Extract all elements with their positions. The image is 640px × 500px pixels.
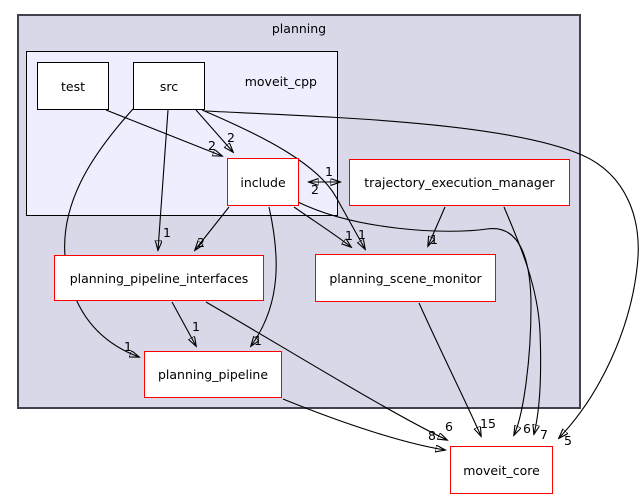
edge-planning_pipeline_interfaces-planning_pipeline [171,301,196,346]
edge-src-planning_pipeline_interfaces [158,109,169,250]
edge-include-moveit_core [297,201,532,435]
edge-include-planning_pipeline_interfaces [195,206,230,250]
node-planning-pipeline-interfaces-label: planning_pipeline_interfaces [69,270,249,286]
node-planning-pipeline[interactable]: planning_pipeline [144,351,282,398]
node-moveit-core-label: moveit_core [463,462,540,478]
node-src-label: src [159,78,179,94]
node-planning-scene-monitor-label: planning_scene_monitor [329,270,482,286]
node-test[interactable]: test [37,62,109,110]
cluster-planning-label[interactable]: planning [271,21,327,36]
node-trajectory-execution-manager[interactable]: trajectory_execution_manager [349,159,570,206]
edge-include-planning_pipeline [251,206,277,346]
edge-src-include [195,109,233,152]
edge-include-planning_scene_monitor [293,206,351,247]
edge-planning_pipeline_interfaces-moveit_core [205,301,447,440]
edge-src-planning_pipeline [64,108,139,357]
node-planning-pipeline-interfaces[interactable]: planning_pipeline_interfaces [54,255,264,301]
node-include[interactable]: include [227,158,299,206]
cluster-moveit-cpp-label[interactable]: moveit_cpp [244,74,317,89]
node-include-label: include [240,174,286,190]
edge-src-moveit_core [204,110,639,438]
edge-planning_scene_monitor-moveit_core [418,302,481,436]
edge-planning_pipeline-moveit_core [282,398,445,450]
edge-trajectory_execution_manager-moveit_core [503,206,542,434]
node-test-label: test [60,78,85,94]
node-trajectory-execution-manager-label: trajectory_execution_manager [364,175,555,190]
node-src[interactable]: src [133,62,205,110]
node-moveit-core[interactable]: moveit_core [450,446,553,494]
edge-trajectory_execution_manager-planning_scene_monitor [428,206,446,246]
edge-test-include [105,109,222,156]
node-planning-scene-monitor[interactable]: planning_scene_monitor [315,254,496,302]
node-planning-pipeline-label: planning_pipeline [157,367,269,382]
